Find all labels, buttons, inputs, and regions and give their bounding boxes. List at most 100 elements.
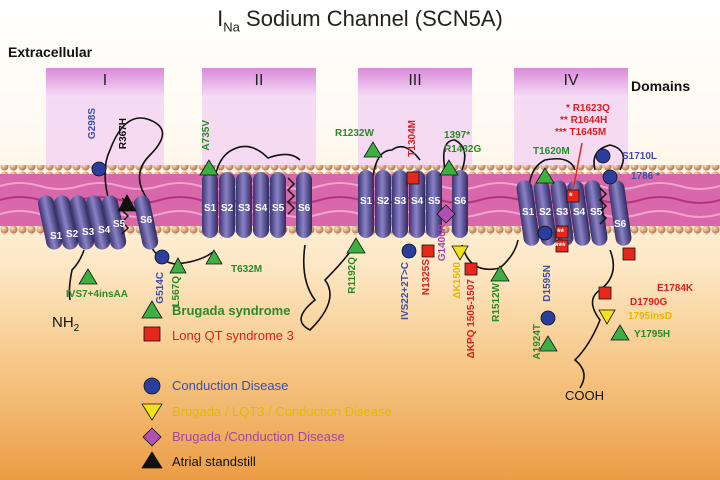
mutation-label: 1786 * <box>631 171 660 182</box>
legend-label-brugada: Brugada syndrome <box>172 303 291 318</box>
lqt3-marker <box>421 244 435 258</box>
domain-band-4 <box>514 68 628 98</box>
c-terminus-label: COOH <box>565 388 604 403</box>
lqt3-marker <box>406 171 420 185</box>
domain-label-4: IV <box>563 72 579 89</box>
legend-atrial-standstill-icon <box>141 451 163 469</box>
diagram-title: INa Sodium Channel (SCN5A) <box>217 6 503 35</box>
domain-band-2-body <box>202 98 316 168</box>
segment-label: S5 <box>272 203 285 214</box>
domain-label-2: II <box>254 72 264 89</box>
segment-label: S6 <box>614 219 627 230</box>
mutation-label: R1232W <box>335 128 374 139</box>
legend-label-brugada-lqt3-conduction: Brugada / LQT3 / Conduction Disease <box>172 404 392 419</box>
mutation-label: R367H <box>118 118 129 150</box>
lqt3-marker <box>555 225 569 239</box>
legend-label-lqt3: Long QT syndrome 3 <box>172 328 294 343</box>
domain-band-3 <box>358 68 472 98</box>
mutation-label: 1795insD <box>628 311 672 322</box>
conduction-marker <box>540 310 556 326</box>
brugada-marker <box>610 324 630 341</box>
legend-label-conduction: Conduction Disease <box>172 378 289 393</box>
mutation-label: ΔK1500 <box>452 262 463 299</box>
segment-label: S3 <box>394 196 407 207</box>
mutation-label: G1406R <box>437 224 448 262</box>
segment-label: S1 <box>360 196 373 207</box>
legend-lqt3-icon <box>143 326 161 342</box>
brugada-marker <box>490 265 510 282</box>
segment-label: S6 <box>298 203 311 214</box>
mutation-label: D1790G <box>630 297 668 308</box>
mutation-label: R1512W <box>491 283 502 322</box>
segment-label: S2 <box>377 196 390 207</box>
legend-brugada-conduction-icon <box>142 427 162 447</box>
brugada-lqt3-conduction-marker <box>598 309 616 325</box>
legend-label-brugada-conduction: Brugada /Conduction Disease <box>172 429 345 444</box>
domain-3-helices <box>358 170 468 238</box>
segment-label: S3 <box>82 227 95 238</box>
mutation-label: S1710L <box>622 151 658 162</box>
legend-brugada-icon <box>141 300 163 319</box>
lqt3-marker <box>598 286 612 300</box>
mutation-label: T1304M <box>407 120 418 157</box>
lqt3-marker <box>555 239 569 253</box>
segment-label: S3 <box>556 207 569 218</box>
domain-1-helices <box>38 195 159 250</box>
mutation-label: N1325S <box>421 259 432 296</box>
mutation-label: T1620M <box>533 146 570 157</box>
brugada-lqt3-conduction-marker <box>451 245 469 261</box>
brugada-marker <box>363 141 383 158</box>
mutation-markers <box>78 141 636 352</box>
mutation-label: ΔKPQ 1505-1507 <box>466 279 477 359</box>
legend-brugada-lqt3-conduction-icon <box>141 403 163 421</box>
mutation-label: A1924T <box>532 324 543 360</box>
mutation-label: ** R1644H <box>560 115 608 126</box>
brugada-marker <box>78 268 98 285</box>
brugada-marker <box>538 335 558 352</box>
segment-label: S5 <box>428 196 441 207</box>
legend-conduction-icon <box>143 377 161 395</box>
brugada-marker <box>199 159 219 176</box>
domain-band-1-body <box>46 98 164 168</box>
domains-label: Domains <box>631 78 691 94</box>
conduction-marker <box>91 161 107 177</box>
star-mark: * <box>569 191 573 201</box>
mutation-label: Y1795H <box>634 329 671 340</box>
segment-label: S1 <box>50 231 63 242</box>
atrial-standstill-marker <box>117 194 137 212</box>
conduction-marker <box>401 243 417 259</box>
legend-shapes <box>141 300 163 469</box>
mutation-label: G514C <box>155 272 166 304</box>
mutation-label: E1784K <box>657 283 694 294</box>
legend-label-atrial-standstill: Atrial standstill <box>172 454 256 469</box>
brugada-marker <box>169 257 187 274</box>
mutation-label: 1397* <box>444 130 471 141</box>
mutation-label: D1595N <box>542 265 553 302</box>
domain-bands <box>46 68 628 168</box>
conduction-marker <box>602 169 618 185</box>
lqt3-marker <box>622 247 636 261</box>
brugada-marker <box>439 159 459 176</box>
segment-label: S6 <box>454 196 467 207</box>
segment-label: S4 <box>255 203 268 214</box>
segment-label: S2 <box>221 203 234 214</box>
conduction-marker <box>595 148 611 164</box>
brugada-marker <box>535 167 555 184</box>
domain-band-1 <box>46 68 164 98</box>
n-terminus-label: NH2 <box>52 314 80 334</box>
domain-2-helices <box>202 172 312 238</box>
segment-label: S4 <box>573 207 586 218</box>
lqt3-marker <box>464 262 478 276</box>
star-mark: ** <box>557 227 565 237</box>
conduction-marker <box>154 249 170 265</box>
mutation-label: *** T1645M <box>555 127 607 138</box>
brugada-conduction-marker <box>436 204 456 224</box>
mutation-label: A735V <box>201 120 212 151</box>
conduction-marker <box>537 225 553 241</box>
domain-band-2 <box>202 68 316 98</box>
segment-label: S2 <box>66 229 79 240</box>
mutation-label: L567Q <box>171 276 182 307</box>
segment-label: S1 <box>522 207 535 218</box>
